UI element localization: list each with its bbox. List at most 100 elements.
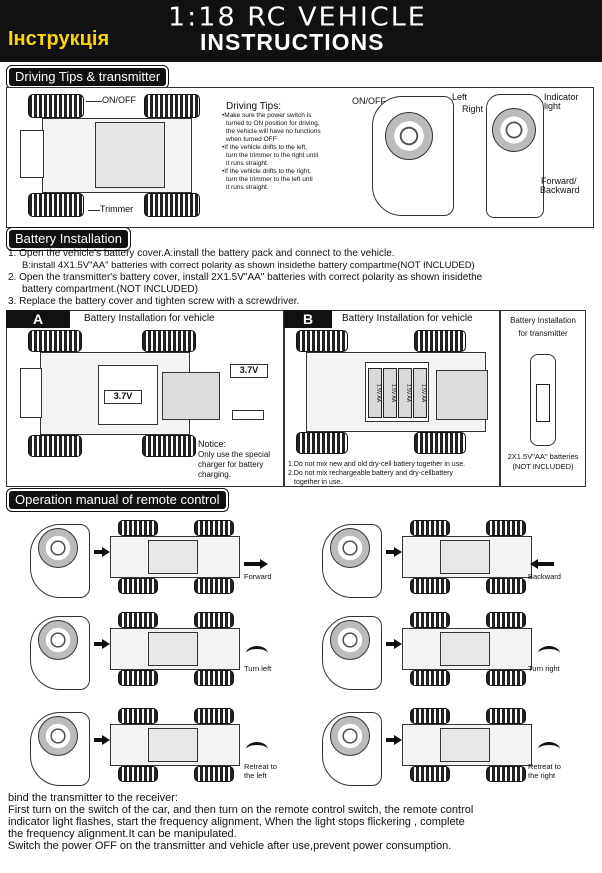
aa-battery-icon: 1.5V AA [398, 368, 412, 418]
battery-cover-icon [95, 122, 165, 188]
battery-step: B:install 4X1.5V"AA" batteries with corr… [22, 260, 475, 271]
wheel-icon [194, 708, 234, 724]
arrow-icon [394, 639, 402, 649]
op-label-retreat-right-2: the right [528, 771, 556, 780]
tip-line: •If the vehicle drifts to the right, [222, 168, 311, 175]
wheel-icon [28, 435, 82, 457]
battery-pack-icon [162, 372, 220, 420]
panel-c-title-line: Battery Installation [510, 316, 576, 325]
notice-line: charger for battery [198, 460, 264, 469]
note-line: 2.Do not mix rechargeable battery and dr… [288, 470, 453, 477]
wheel-icon [486, 670, 526, 686]
panel-c-title-line: for transmitter [518, 329, 568, 338]
tx-indicator-label: Indicator [544, 92, 579, 102]
wheel-icon [486, 578, 526, 594]
wheel-icon [118, 578, 158, 594]
op-label-turn-right: Turn right [528, 664, 560, 673]
steering-wheel-icon [492, 108, 536, 152]
charger-plug-icon [232, 410, 264, 420]
op-label-backward: Backward [528, 572, 561, 581]
wheel-icon [118, 670, 158, 686]
tx-forward-label: Forward/ [541, 176, 577, 186]
wheel-icon [194, 578, 234, 594]
wheel-icon [486, 766, 526, 782]
wheel-icon [410, 708, 450, 724]
aa-battery-icon: 1.5V AA [368, 368, 382, 418]
backward-arrow-icon [530, 559, 538, 569]
op-label-retreat-right: Retreat to [528, 762, 561, 771]
tip-line: the vehicle will have no functions [226, 128, 321, 135]
wheel-icon [410, 520, 450, 536]
tip-line: turn the trimmer to the right until [226, 152, 319, 159]
car-body-icon [440, 728, 490, 762]
forward-arrow-icon [244, 562, 260, 566]
footer-line: the frequency alignment.It can be manipu… [8, 828, 237, 840]
tip-line: it runs straight. [226, 160, 269, 167]
car-body-icon [148, 728, 198, 762]
panel-b-label: B [284, 310, 332, 328]
battery-step: battery compartment.(NOT INCLUDED) [22, 284, 198, 295]
tx-left-label: Left [452, 92, 468, 102]
wheel-icon [142, 330, 196, 352]
backward-arrow-icon [538, 562, 554, 566]
arrow-icon [94, 738, 102, 742]
section-operation-manual: Operation manual of remote control [6, 488, 229, 512]
turn-arrow-icon [246, 742, 268, 757]
car-body-icon [148, 540, 198, 574]
panel-c-note: 2X1.5V"AA" batteries [507, 452, 579, 461]
steering-wheel-icon [330, 528, 370, 568]
arrow-icon [386, 738, 394, 742]
wheel-icon [414, 330, 466, 352]
steering-wheel-icon [330, 716, 370, 756]
battery-step: 3. Replace the battery cover and tighten… [8, 296, 300, 307]
steering-wheel-icon [38, 716, 78, 756]
footer-line: Switch the power OFF on the transmitter … [8, 840, 452, 852]
footer-line: indicator light flashes, start the frequ… [8, 816, 465, 828]
wheel-icon [194, 612, 234, 628]
notice-line: Only use the special [198, 450, 271, 459]
page-title: 1:18 RC VEHICLE [168, 2, 427, 33]
wheel-icon [410, 766, 450, 782]
arrow-icon [394, 547, 402, 557]
steering-wheel-icon [38, 528, 78, 568]
wheel-icon [410, 612, 450, 628]
tx-backward-label: Backward [540, 185, 580, 195]
section-driving-tips: Driving Tips & transmitter [5, 65, 170, 89]
leader-line [88, 210, 100, 211]
wheel-icon [486, 520, 526, 536]
battery-cover-icon [436, 370, 488, 420]
arrow-icon [394, 735, 402, 745]
page-subtitle: INSTRUCTIONS [200, 29, 385, 55]
note-line: together in use. [294, 479, 343, 486]
tx-light-label: light [544, 101, 561, 111]
bumper-icon [20, 368, 42, 418]
turn-arrow-icon [246, 646, 268, 661]
wheel-icon [194, 670, 234, 686]
battery-step: 2. Open the transmitter's battery cover,… [8, 272, 483, 283]
wheel-icon [194, 520, 234, 536]
wheel-icon [144, 193, 200, 217]
wheel-icon [28, 330, 82, 352]
steering-wheel-icon [330, 620, 370, 660]
tip-line: turn the trimmer to the left unti [226, 176, 313, 183]
car-body-icon [440, 540, 490, 574]
wheel-icon [118, 612, 158, 628]
wheel-icon [28, 94, 84, 118]
arrow-icon [102, 639, 110, 649]
tip-line: it runs straight. [226, 184, 269, 191]
section-battery-installation: Battery Installation [6, 227, 131, 251]
arrow-icon [94, 550, 102, 554]
arrow-icon [386, 642, 394, 646]
op-label-turn-left: Turn left [244, 664, 272, 673]
op-label-retreat-left: Retreat to [244, 762, 277, 771]
wheel-icon [28, 193, 84, 217]
panel-c-note: (NOT INCLUDED) [512, 462, 574, 471]
header-bar [0, 0, 602, 62]
tips-list: •Make sure the power switch is turned to… [222, 112, 347, 192]
bumper-icon [20, 130, 44, 178]
wheel-icon [296, 330, 348, 352]
arrow-icon [94, 642, 102, 646]
panel-b-notes: 1.Do not mix new and old dry-cell batter… [288, 460, 498, 487]
aa-battery-slot-icon [536, 384, 550, 422]
panel-c [500, 310, 586, 487]
